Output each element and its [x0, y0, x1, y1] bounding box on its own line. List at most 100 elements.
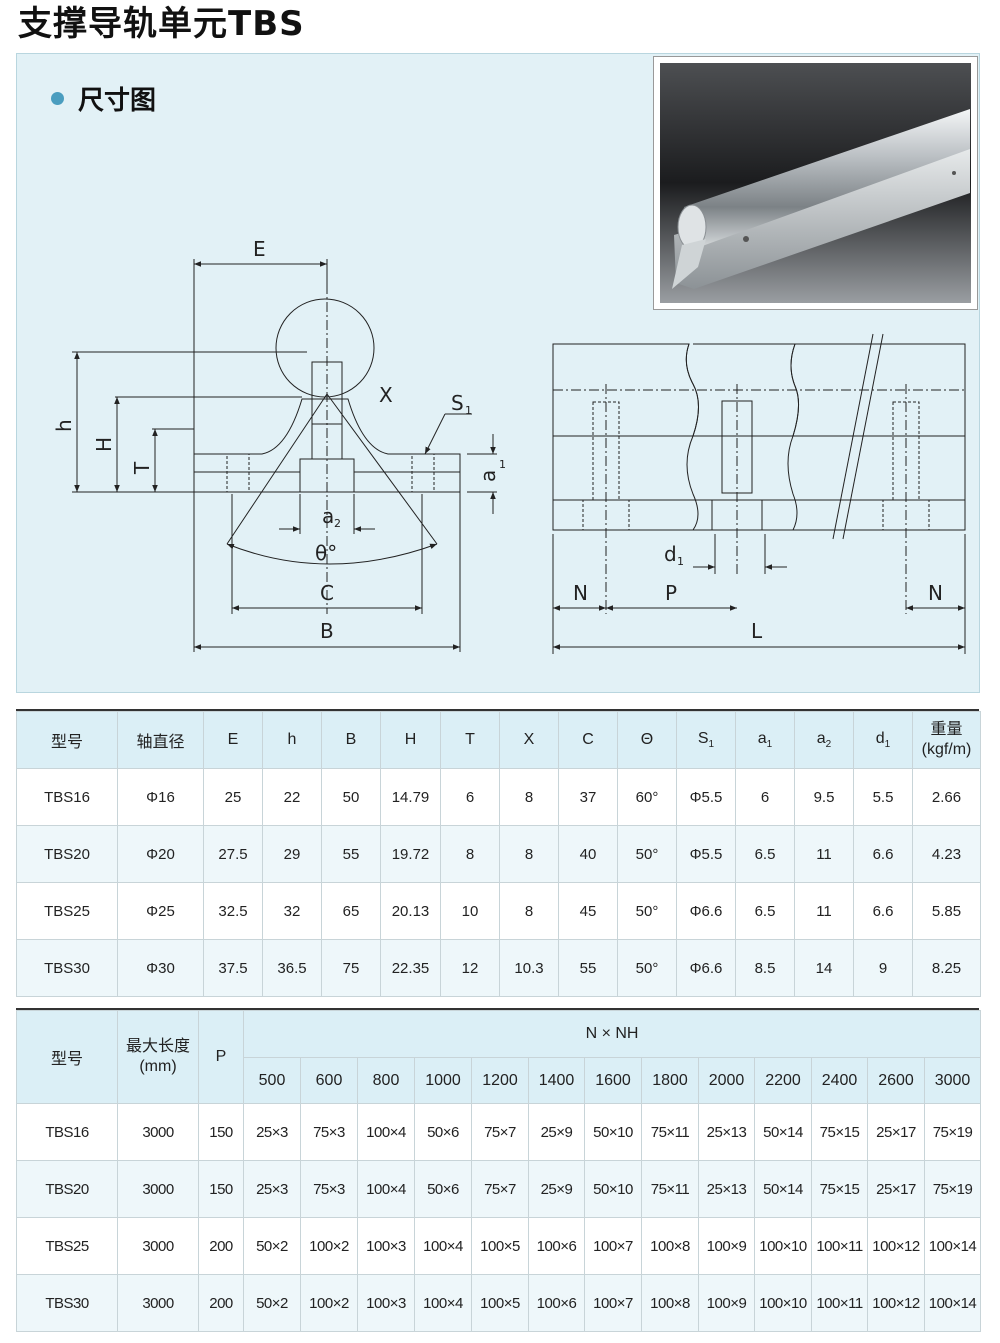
table-cell: 100×6 — [528, 1274, 585, 1332]
table-cell: 27.5 — [203, 825, 263, 883]
table-cell: 75×19 — [923, 1103, 982, 1161]
table-cell: 100×4 — [414, 1274, 472, 1332]
rail-photo-image — [660, 63, 971, 303]
spec-table-dimensions: 型号 轴直径 E h B H T X C Θ S1 a1 a2 d1 重量(kg… — [16, 711, 981, 997]
label-S1-sub: 1 — [465, 404, 472, 417]
th2-length: 2000 — [698, 1057, 755, 1104]
table-cell: 55 — [321, 825, 381, 883]
th2-length: 1800 — [641, 1057, 699, 1104]
table-cell: 3000 — [117, 1274, 199, 1332]
model-cell: TBS20 — [16, 1160, 118, 1218]
table-cell: 8 — [499, 768, 559, 826]
th-a1: a1 — [735, 711, 795, 769]
table-cell: 75×11 — [641, 1103, 699, 1161]
table-cell: 150 — [198, 1103, 244, 1161]
dimension-drawing-panel: 尺寸图 — [16, 53, 980, 693]
table-cell: 25×3 — [243, 1160, 301, 1218]
label-N-right: N — [928, 581, 943, 605]
model-cell: TBS30 — [16, 939, 118, 997]
table-cell: 55 — [558, 939, 618, 997]
label-theta: θ° — [315, 541, 337, 565]
th2-length: 600 — [300, 1057, 358, 1104]
model-cell: TBS30 — [16, 1274, 118, 1332]
table-cell: 3000 — [117, 1160, 199, 1218]
th2-model: 型号 — [16, 1010, 118, 1104]
table-cell: Φ16 — [117, 768, 204, 826]
table-cell: 75×3 — [300, 1103, 358, 1161]
th2-length: 2600 — [867, 1057, 925, 1104]
th2-maxlen: 最大长度(mm) — [117, 1010, 199, 1104]
table-cell: 2.66 — [912, 768, 981, 826]
th-B: B — [321, 711, 381, 769]
table-cell: 75×15 — [811, 1160, 868, 1218]
table-cell: 3000 — [117, 1103, 199, 1161]
th-C: C — [558, 711, 618, 769]
table-cell: 6.6 — [853, 882, 913, 940]
model-cell: TBS25 — [16, 882, 118, 940]
table-cell: 50×14 — [754, 1103, 812, 1161]
table-cell: 50×10 — [584, 1103, 642, 1161]
label-B: B — [320, 619, 334, 643]
label-h: h — [52, 419, 76, 432]
table-cell: 11 — [794, 825, 854, 883]
table-cell: 6.6 — [853, 825, 913, 883]
table-cell: 100×4 — [414, 1217, 472, 1275]
table2-top-rule — [16, 1008, 979, 1010]
table-cell: 25×3 — [243, 1103, 301, 1161]
model-cell: TBS16 — [16, 1103, 118, 1161]
th-model: 型号 — [16, 711, 118, 769]
table-cell: 25×9 — [528, 1103, 585, 1161]
table-cell: 50×10 — [584, 1160, 642, 1218]
th2-length: 800 — [357, 1057, 415, 1104]
th-d1: d1 — [853, 711, 913, 769]
th2-group-NxNH: N × NH — [242, 1010, 982, 1058]
table-cell: 100×5 — [471, 1217, 529, 1275]
table-cell: 75×11 — [641, 1160, 699, 1218]
table-cell: 36.5 — [262, 939, 322, 997]
table-cell: 100×14 — [923, 1274, 982, 1332]
table-cell: 50×14 — [754, 1160, 812, 1218]
th-H: H — [380, 711, 441, 769]
section-title: 尺寸图 — [78, 85, 157, 116]
table-cell: 8.5 — [735, 939, 795, 997]
table-cell: 100×9 — [698, 1274, 755, 1332]
table-cell: 25×17 — [867, 1103, 925, 1161]
table-cell: 8.25 — [912, 939, 981, 997]
table-cell: 50° — [617, 939, 677, 997]
table-cell: 37.5 — [203, 939, 263, 997]
table-cell: 75×7 — [471, 1160, 529, 1218]
table-cell: Φ6.6 — [676, 882, 736, 940]
table-cell: 6.5 — [735, 882, 795, 940]
th-E: E — [203, 711, 263, 769]
table-cell: 100×9 — [698, 1217, 755, 1275]
label-S1: S — [451, 391, 464, 415]
table-cell: 22 — [262, 768, 322, 826]
table-cell: 75×3 — [300, 1160, 358, 1218]
th2-length: 1000 — [414, 1057, 472, 1104]
table-cell: 9 — [853, 939, 913, 997]
table-cell: 65 — [321, 882, 381, 940]
table-cell: 100×4 — [357, 1103, 415, 1161]
table-cell: 150 — [198, 1160, 244, 1218]
table-cell: 50° — [617, 882, 677, 940]
th-h: h — [262, 711, 322, 769]
table-cell: 100×11 — [811, 1217, 868, 1275]
table-cell: 100×2 — [300, 1274, 358, 1332]
table-cell: 25×13 — [698, 1160, 755, 1218]
label-L: L — [751, 619, 763, 643]
table-cell: 100×6 — [528, 1217, 585, 1275]
table-cell: 100×11 — [811, 1274, 868, 1332]
label-E: E — [253, 237, 266, 261]
table-cell: 6 — [735, 768, 795, 826]
table2-header-row-1: 型号 最大长度(mm) P N × NH — [16, 1010, 982, 1104]
table-cell: 4.23 — [912, 825, 981, 883]
shaft-circle — [275, 298, 375, 398]
table-cell: 22.35 — [380, 939, 441, 997]
table-cell: 100×12 — [867, 1217, 925, 1275]
